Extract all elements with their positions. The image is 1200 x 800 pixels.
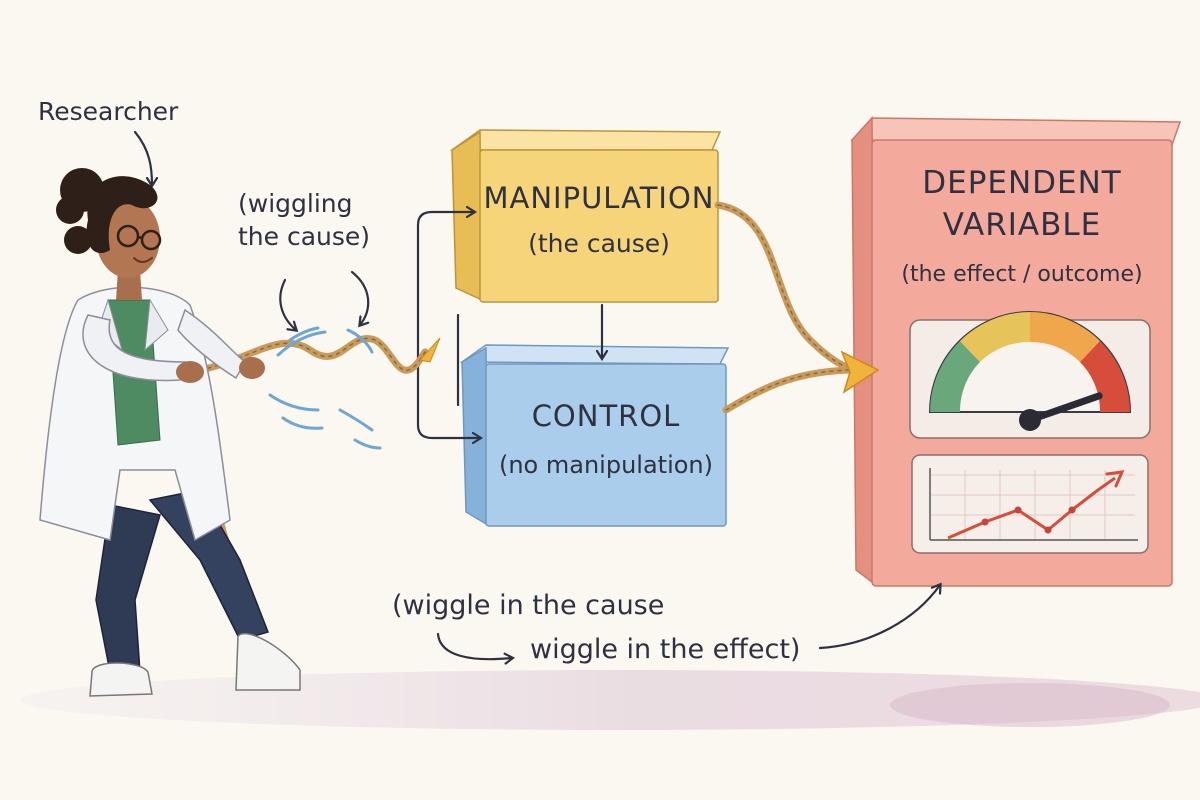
ground-shadow [20,670,1200,730]
rope-tip [419,337,441,363]
gauge-icon [909,311,1151,439]
gauge-seg-green [930,341,980,412]
ground-shadow-right [890,683,1170,727]
control-title: CONTROL [531,399,681,433]
control-subtitle: (no manipulation) [498,451,713,479]
wiggle-note: (wiggling the cause) [238,189,371,252]
bottom-note-line2: wiggle in the effect) [530,634,801,665]
line-chart-icon [911,454,1149,554]
dependent-title-line2: VARIABLE [942,207,1102,243]
arrow-icon [840,350,880,394]
gauge-seg-yellow [960,312,1030,362]
gauge-hub [1019,409,1041,431]
dependent-title-line1: DEPENDENT [922,165,1122,201]
manipulation-subtitle: (the cause) [528,229,670,258]
dependent-subtitle: (the effect / outcome) [901,262,1143,287]
bottom-note-line1: (wiggle in the cause [392,590,665,621]
wiggle-note-line1: (wiggling [238,189,353,218]
control-box [459,344,730,527]
gauge-seg-red [1080,341,1130,412]
wiggle-motion-lines [268,326,382,450]
connector-arrows [416,212,602,438]
manipulation-title: MANIPULATION [483,181,715,215]
manipulation-box [449,129,722,303]
wiggle-note-line2: the cause) [238,221,371,251]
note-arrows [133,130,940,659]
researcher-label: Researcher [38,97,179,126]
gauge-seg-orange [1030,312,1100,362]
gauge-needle [1026,392,1103,424]
researcher-figure [39,168,301,697]
